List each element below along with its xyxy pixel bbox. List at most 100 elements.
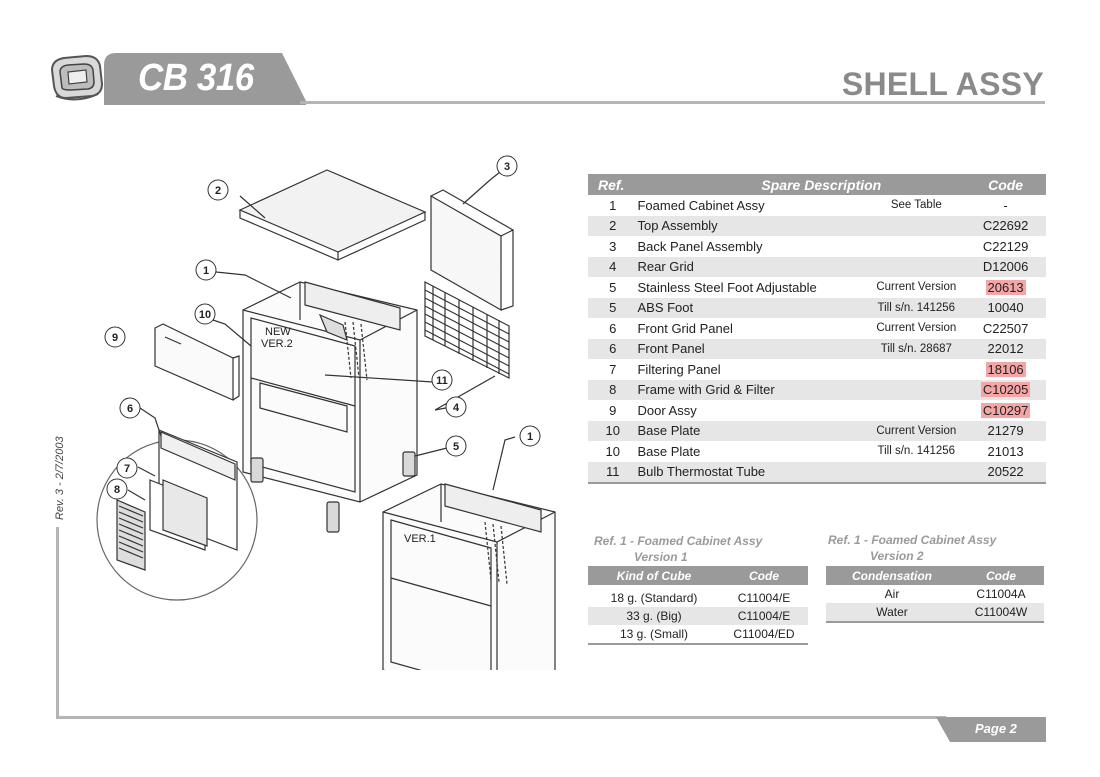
foot-part	[250, 451, 416, 533]
code-cell: 21279	[965, 420, 1046, 441]
code-cell: C10205	[965, 379, 1046, 400]
ref-cell: 10	[605, 443, 620, 459]
ref-header: Ref.	[588, 174, 638, 195]
svg-text:6: 6	[127, 403, 133, 415]
ref-cell: 3	[609, 238, 617, 254]
spare-table-row: 3 Back Panel Assembly C22129	[588, 236, 1046, 257]
code-cell: 20522	[965, 461, 1046, 484]
description-cell: Stainless Steel Foot Adjustable	[637, 279, 817, 295]
exploded-view-diagram: 2 3 1 10 9 11 4 6 5 1 7 8 NEW VER.2 VER.…	[96, 155, 556, 670]
svg-text:1: 1	[203, 265, 209, 277]
version2-condensation-cell: Air	[884, 587, 900, 601]
code-cell: D12006	[965, 256, 1046, 277]
callout-11: 11	[431, 369, 453, 391]
code-cell: 22012	[965, 338, 1046, 359]
callout-9: 9	[104, 326, 126, 348]
ref-cell: 7	[609, 361, 617, 377]
svg-text:2: 2	[215, 185, 221, 197]
description-cell: Back Panel Assembly	[637, 238, 763, 254]
left-border-rule	[56, 527, 59, 719]
version1-caption: Ref. 1 - Foamed Cabinet Assy Version 1	[594, 533, 762, 565]
description-cell: Rear Grid	[637, 256, 868, 277]
callout-group: 2 3 1 10 9 11 4 6 5 1 7 8	[104, 155, 541, 500]
note-cell	[867, 256, 966, 277]
ver1-label: VER.1	[404, 533, 436, 545]
note-cell: Current Version	[876, 322, 957, 335]
svg-text:4: 4	[453, 402, 460, 414]
revision-label: Rev. 3 - 2/7/2003	[54, 436, 66, 520]
version2-caption: Ref. 1 - Foamed Cabinet Assy Version 2	[828, 532, 996, 564]
callout-1-ver1: 1	[519, 425, 541, 447]
cabinet-ver1-part	[382, 483, 556, 670]
ref-cell: 5	[588, 297, 638, 318]
rear-grid-part	[424, 281, 510, 379]
code-cell: -	[1003, 197, 1008, 213]
note-cell: See Table	[890, 199, 942, 212]
version1-code-cell: C11004/E	[720, 607, 808, 625]
code-cell: C22692	[965, 215, 1046, 236]
svg-text:10: 10	[199, 309, 211, 321]
back-panel-part	[430, 189, 514, 312]
top-panel-part	[238, 169, 427, 261]
description-header: Spare Description	[637, 174, 966, 195]
ice-machine-logo-icon	[50, 54, 104, 101]
note-cell	[867, 359, 965, 380]
code-cell: C22129	[982, 238, 1029, 254]
version1-row: 18 g. (Standard)C11004/E	[588, 585, 808, 607]
ref-cell: 9	[609, 402, 617, 418]
callout-10: 10	[194, 303, 216, 325]
ver2-label: VER.2	[261, 338, 293, 350]
ref-cell: 10	[588, 420, 638, 441]
callout-8: 8	[106, 478, 128, 500]
callout-4: 4	[445, 396, 467, 418]
description-cell: Bulb Thermostat Tube	[637, 461, 868, 484]
description-cell: Filtering Panel	[637, 361, 721, 377]
description-cell: Frame with Grid & Filter	[637, 379, 868, 400]
condensation-header: Condensation	[826, 566, 958, 585]
svg-text:7: 7	[124, 463, 130, 475]
code-cell: C22507	[982, 320, 1029, 336]
description-cell: Base Plate	[637, 443, 701, 459]
description-cell: Front Panel	[637, 338, 868, 359]
version1-code-cell: C11004/ED	[720, 625, 808, 645]
version2-code-header: Code	[958, 566, 1044, 585]
code-cell: C10297	[965, 400, 1046, 421]
ref-cell: 2	[588, 215, 638, 236]
note-cell	[867, 461, 966, 484]
callout-6: 6	[119, 397, 141, 419]
version2-caption-line2: Version 2	[870, 549, 924, 563]
model-tab-shape	[104, 53, 306, 105]
page-tab-shape	[936, 717, 1046, 742]
code-cell: 10040	[965, 297, 1046, 318]
note-cell: Till s/n. 28687	[867, 338, 966, 359]
highlighted-code: C10205	[980, 382, 1031, 398]
ref-cell: 6	[609, 320, 617, 336]
version1-code-header: Code	[720, 566, 808, 585]
description-cell: Foamed Cabinet Assy	[637, 197, 765, 213]
note-cell: Current Version	[867, 420, 966, 441]
header-rule	[300, 101, 1045, 104]
callout-2: 2	[207, 179, 229, 201]
ref-cell: 8	[588, 379, 638, 400]
description-cell: Base Plate	[637, 420, 868, 441]
highlighted-code: 18106	[985, 361, 1026, 377]
thermostat-tube-part	[324, 374, 434, 383]
version2-code-cell: C11004W	[958, 603, 1044, 623]
note-cell	[867, 400, 965, 421]
callout-3: 3	[496, 155, 518, 177]
model-title: CB 316	[138, 57, 254, 99]
svg-text:5: 5	[453, 441, 459, 453]
code-cell: 21013	[987, 443, 1024, 459]
version1-caption-line2: Version 1	[634, 550, 688, 564]
svg-text:1: 1	[527, 431, 533, 443]
